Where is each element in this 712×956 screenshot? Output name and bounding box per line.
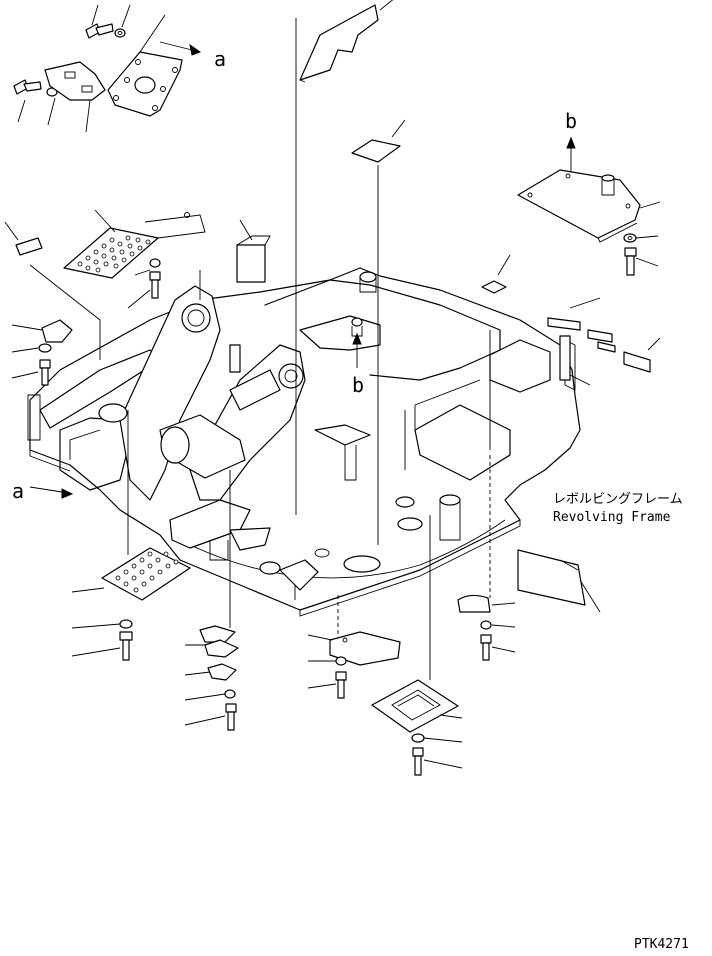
- bottom-parts: [71, 547, 516, 776]
- reference-a-top: a: [214, 47, 226, 71]
- top-left-cover-parts: [13, 4, 202, 133]
- mesh-pattern-upper: [77, 235, 151, 273]
- top-center-parts: [299, 0, 406, 163]
- mesh-pattern-lower: [115, 551, 179, 593]
- reference-a-left: a: [12, 479, 24, 503]
- left-side-parts: [4, 209, 206, 499]
- right-side-parts: [517, 297, 661, 613]
- assembly-lines: [29, 18, 491, 680]
- boom-bracket-plates: [98, 285, 306, 501]
- reference-b-top: b: [565, 109, 577, 133]
- top-right-cover-b: [517, 136, 661, 276]
- frame-name-jp: レボルビングフレーム: [553, 492, 683, 507]
- text-labels: a a b b レボルビングフレーム Revolving Frame PTK42…: [12, 47, 689, 952]
- frame-name-en: Revolving Frame: [553, 510, 671, 525]
- center-upper-parts: [236, 219, 511, 368]
- reference-b-center: b: [352, 373, 364, 397]
- drawing-code: PTK4271: [634, 937, 689, 952]
